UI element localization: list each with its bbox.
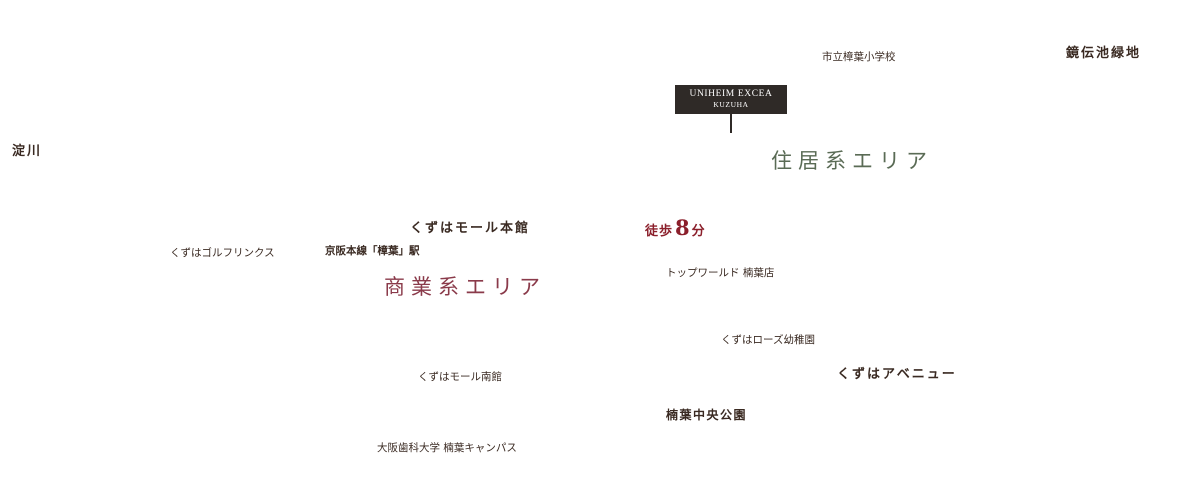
area-commercial: 商業系エリア bbox=[384, 275, 546, 299]
property-marker[interactable]: UNIHEIM EXCEA KUZUHA bbox=[675, 85, 787, 133]
label-mall-south: くずはモール南館 bbox=[418, 371, 502, 383]
label-school: 市立樟葉小学校 bbox=[822, 51, 896, 63]
area-residential: 住居系エリア bbox=[771, 149, 933, 173]
walk-suffix: 分 bbox=[691, 224, 706, 239]
label-kindergarten: くずはローズ幼稚園 bbox=[721, 334, 815, 346]
label-station: 京阪本線「樟葉」駅 bbox=[325, 245, 420, 257]
label-park: 鏡伝池緑地 bbox=[1066, 46, 1142, 61]
label-golf: くずはゴルフリンクス bbox=[170, 247, 275, 259]
property-name-line2: KUZUHA bbox=[713, 100, 749, 109]
label-river: 淀川 bbox=[12, 144, 43, 159]
property-name-line1: UNIHEIM EXCEA bbox=[689, 89, 773, 99]
label-avenue: くずはアベニュー bbox=[837, 367, 957, 382]
label-mall-main: くずはモール本館 bbox=[410, 221, 531, 236]
marker-pin-icon bbox=[730, 114, 732, 133]
label-central-park: 楠葉中央公園 bbox=[666, 408, 748, 422]
walk-minutes: 8 bbox=[675, 215, 690, 240]
walk-prefix: 徒歩 bbox=[645, 224, 674, 239]
label-store: トップワールド 楠葉店 bbox=[666, 267, 775, 279]
label-university: 大阪歯科大学 楠葉キャンパス bbox=[377, 442, 517, 454]
